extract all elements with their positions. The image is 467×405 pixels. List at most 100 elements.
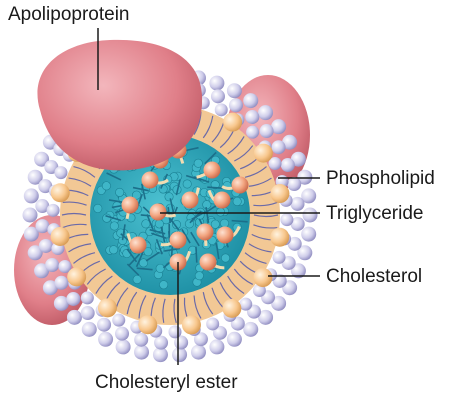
triglyceride-molecule [115, 187, 125, 197]
phospholipid-head [172, 347, 188, 363]
phospholipid-tail [61, 212, 87, 216]
cholesterol-molecule [253, 143, 273, 163]
triglyceride-molecule [215, 207, 225, 217]
cholesterol-molecule [67, 267, 87, 287]
cholesteryl-ester [231, 176, 249, 194]
cholesterol-molecule [222, 298, 242, 318]
phospholipid-head [226, 331, 242, 347]
phospholipid-head [54, 275, 69, 290]
phospholipid-head [280, 158, 295, 173]
phospholipid-head [287, 177, 302, 192]
cholesteryl-ester [129, 236, 147, 254]
triglyceride-chain [155, 238, 163, 255]
triglyceride-molecule [139, 258, 149, 268]
phospholipid-tail [248, 243, 272, 253]
triglyceride-molecule [182, 179, 192, 189]
phospholipid-tail [202, 115, 214, 139]
cholesterol-molecule [270, 227, 290, 247]
phospholipid-tail [234, 145, 254, 162]
phospholipid-tail [138, 295, 147, 319]
triglyceride-molecule [154, 219, 164, 229]
phospholipid-head [268, 156, 282, 170]
triglyceride-chain [105, 215, 122, 222]
triglyceride-chain [231, 219, 248, 223]
triglyceride-chain [169, 198, 175, 215]
triglyceride-molecule [143, 247, 153, 257]
phospholipid-tail [253, 214, 279, 218]
phospholipid-head [259, 124, 274, 139]
phospholipid-head [46, 203, 60, 217]
phospholipid-head [27, 245, 43, 261]
triglyceride-molecule [232, 196, 242, 206]
phospholipid-head [34, 151, 50, 167]
phospholipid-head [45, 257, 60, 272]
cholesteryl-ester [141, 171, 159, 189]
phospholipid-head [290, 216, 305, 231]
phospholipid-head [193, 332, 208, 347]
phospholipid-tail [202, 292, 214, 315]
triglyceride-chain [207, 186, 224, 189]
triglyceride-molecule [164, 192, 174, 202]
triglyceride-chain [132, 186, 149, 192]
cholesteryl-ester [196, 223, 214, 241]
phospholipid-head [252, 283, 266, 297]
triglyceride-molecule [109, 221, 119, 231]
phospholipid-head [245, 109, 260, 124]
triglyceride-molecule [155, 263, 165, 273]
phospholipid-head [42, 280, 58, 296]
triglyceride-chain [121, 224, 126, 241]
cholesteryl-ester [169, 231, 187, 249]
phospholipid-head [22, 207, 38, 223]
triglyceride-chain [135, 251, 144, 268]
phospholipid-tail [253, 201, 278, 207]
cholesteryl-ester [199, 253, 217, 271]
phospholipid-head [112, 313, 126, 327]
phospholipid-head [23, 188, 39, 204]
phospholipid-head [66, 309, 82, 325]
triglyceride-chain [146, 214, 154, 230]
label-cholesteryl-ester: Cholesteryl ester [95, 372, 238, 393]
phospholipid-head [243, 321, 259, 337]
phospholipid-head [210, 89, 225, 104]
triglyceride-chain [141, 183, 146, 200]
triglyceride-chain [106, 172, 122, 181]
cholesteryl-ester [216, 226, 234, 244]
phospholipid-head [226, 83, 242, 99]
phospholipid-tail [162, 298, 166, 323]
phospholipid-head [80, 291, 94, 305]
triglyceride-molecule [193, 158, 203, 168]
triglyceride-chain [160, 226, 166, 243]
phospholipid-head [212, 325, 227, 340]
triglyceride-molecule [132, 190, 142, 200]
phospholipid-head [280, 213, 294, 227]
phospholipid-head [35, 219, 50, 234]
phospholipid-tail [95, 275, 113, 294]
phospholipid-head [246, 125, 260, 139]
phospholipid-tail [193, 295, 202, 319]
phospholipid-head [271, 295, 287, 311]
phospholipid-tail [62, 223, 87, 229]
triglyceride-molecule [93, 203, 103, 213]
label-phospholipid: Phospholipid [326, 168, 435, 189]
phospholipid-head [58, 260, 72, 274]
label-triglyceride: Triglyceride [326, 203, 424, 224]
triglyceride-molecule [221, 253, 231, 263]
cholesteryl-ester [203, 161, 221, 179]
cholesterol-molecule [50, 226, 70, 246]
phospholipid-head [80, 306, 95, 321]
cholesterol-molecule [223, 112, 243, 132]
phospholipid-head [27, 169, 43, 185]
phospholipid-head [115, 339, 131, 355]
cholesteryl-ester [121, 196, 139, 214]
phospholipid-head [287, 236, 302, 251]
triglyceride-chain [164, 247, 181, 252]
phospholipid-head [154, 335, 169, 350]
apolipoprotein-upper-left [37, 39, 203, 171]
triglyceride-chain [151, 232, 167, 240]
leader-lines [97, 28, 320, 365]
triglyceride-chain [205, 206, 210, 224]
phospholipid-head [35, 199, 50, 214]
cholesteryl-ester [181, 191, 199, 209]
cholesteryl-ester [149, 203, 167, 221]
